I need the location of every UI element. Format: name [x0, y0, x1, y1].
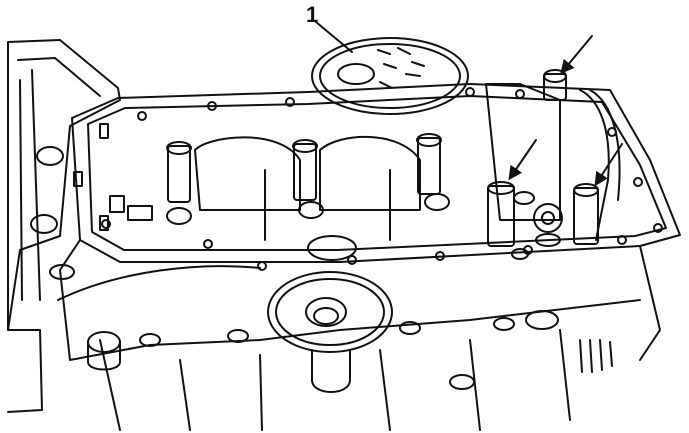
flange-bolt-holes: [101, 87, 663, 271]
sump-gasket-flange: [71, 83, 681, 263]
callout-label-1: 1: [306, 2, 318, 27]
lower-crankcase: [57, 239, 661, 431]
callout-leaders: [315, 21, 623, 187]
crank-bays: [194, 135, 421, 241]
bearing-cap-bolts: [166, 133, 450, 225]
lower-fittings: [87, 310, 613, 390]
top-cover: [311, 37, 469, 115]
timing-end-components: [485, 69, 621, 260]
left-end-casting: [7, 39, 121, 413]
side-bolts: [30, 123, 153, 280]
crank-pulley: [267, 235, 393, 393]
